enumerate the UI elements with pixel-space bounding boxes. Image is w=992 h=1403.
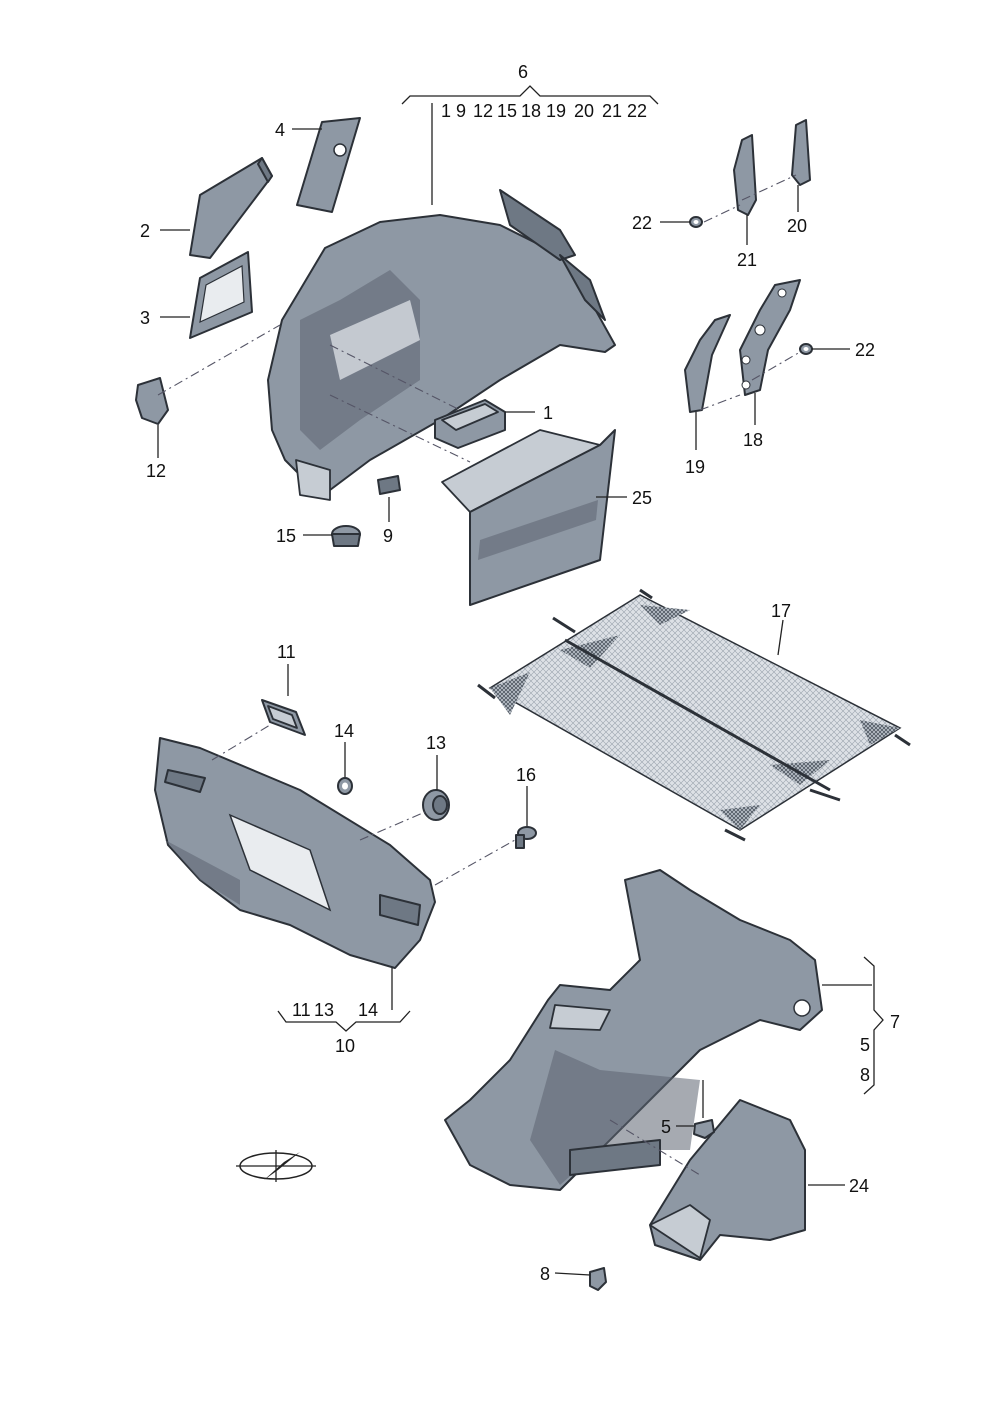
- part-2-plate: [189, 157, 273, 259]
- label-14-top: 14: [334, 721, 354, 741]
- label-18: 18: [743, 430, 763, 450]
- label-group6-21: 21: [602, 101, 622, 121]
- part-14-ring: [337, 777, 353, 795]
- compass-logo: [236, 1150, 316, 1182]
- label-24: 24: [849, 1176, 869, 1196]
- label-10: 10: [335, 1036, 355, 1056]
- label-14-bottom: 14: [358, 1000, 378, 1020]
- label-group6-19: 19: [546, 101, 566, 121]
- part-18-bracket: [739, 279, 801, 396]
- label-5: 5: [661, 1117, 671, 1137]
- label-15: 15: [276, 526, 296, 546]
- label-group6-1: 1: [441, 101, 451, 121]
- label-19: 19: [685, 457, 705, 477]
- assembly-lines: [157, 174, 801, 1176]
- label-25: 25: [632, 488, 652, 508]
- part-19-bracket: [684, 314, 731, 413]
- label-group6-22: 22: [627, 101, 647, 121]
- label-group6-18: 18: [521, 101, 541, 121]
- part-13-fixture: [422, 789, 450, 821]
- brace-6: [401, 85, 659, 105]
- part-25-panel: [441, 429, 616, 606]
- label-4: 4: [275, 120, 285, 140]
- label-21: 21: [737, 250, 757, 270]
- part-24-block: [649, 1099, 806, 1261]
- label-20: 20: [787, 216, 807, 236]
- label-group10-13: 13: [314, 1000, 334, 1020]
- callout-labels: 6 1 9 12 15 18 19 20 21 22 4 2 3 12 1 9 …: [140, 62, 900, 1284]
- part-21-bracket: [733, 134, 757, 216]
- label-group6-15: 15: [497, 101, 517, 121]
- label-1: 1: [543, 403, 553, 423]
- right-side-trim: [444, 869, 823, 1191]
- label-group10-11: 11: [292, 1000, 311, 1020]
- label-2: 2: [140, 221, 150, 241]
- label-6: 6: [518, 62, 528, 82]
- label-22-top: 22: [632, 213, 652, 233]
- label-group6-12: 12: [473, 101, 493, 121]
- part-3-frame: [189, 251, 253, 339]
- part-22-washer-right: [799, 343, 813, 355]
- label-22-right: 22: [855, 340, 875, 360]
- brace-7: [863, 956, 884, 1095]
- part-12-cap: [135, 377, 169, 425]
- part-10-sill-trim: [154, 737, 436, 969]
- label-7: 7: [890, 1012, 900, 1032]
- part-5-clip: [693, 1119, 715, 1139]
- label-group7-8: 8: [860, 1065, 870, 1085]
- label-group7-5: 5: [860, 1035, 870, 1055]
- label-12: 12: [146, 461, 166, 481]
- part-11-grille: [261, 699, 306, 736]
- leader-lines: [157, 103, 872, 1276]
- part-17-net: [477, 588, 911, 842]
- part-20-bracket: [791, 119, 811, 186]
- part-22-washer-top: [689, 216, 703, 228]
- part-15-plug: [331, 525, 361, 547]
- part-4-cover: [296, 117, 361, 213]
- label-13: 13: [426, 733, 446, 753]
- label-16: 16: [516, 765, 536, 785]
- brace-10: [277, 1010, 411, 1032]
- part-8-clip: [589, 1267, 607, 1291]
- part-1-box: [434, 399, 506, 449]
- label-3: 3: [140, 308, 150, 328]
- part-9-clip: [377, 475, 401, 495]
- label-group6-9: 9: [456, 101, 466, 121]
- label-8: 8: [540, 1264, 550, 1284]
- label-group6-20: 20: [574, 101, 594, 121]
- label-9: 9: [383, 526, 393, 546]
- part-16-bolt: [515, 826, 537, 849]
- label-11: 11: [277, 642, 296, 662]
- label-17: 17: [771, 601, 791, 621]
